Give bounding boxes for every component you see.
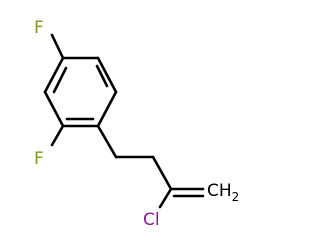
- atom-label-fluorine-bottom: F: [34, 149, 44, 169]
- structure-diagram: F F Cl CH2: [34, 18, 240, 230]
- ring-bond-2: [96, 56, 118, 94]
- bond-ring-ch2: [96, 124, 118, 159]
- ring-double-bond-inner-1: [95, 64, 109, 88]
- ring-double-bond-inner-3: [52, 66, 68, 94]
- bond-c-f-top: [50, 33, 65, 60]
- ring-bond-5: [43, 90, 65, 128]
- methylene-subscript: 2: [232, 190, 240, 204]
- bond-c-cl: [158, 187, 173, 209]
- bond-c-f-bottom: [50, 124, 65, 147]
- molecule-drawing: F F Cl CH2: [34, 18, 239, 230]
- atom-label-fluorine-top: F: [34, 18, 44, 38]
- ring-bond-3: [96, 90, 118, 128]
- bond-ch2-c: [151, 155, 173, 191]
- ring-bond-6: [43, 56, 65, 94]
- methylene-symbol: CH: [207, 181, 232, 201]
- benzene-ring: [43, 56, 118, 128]
- atom-label-methylene: CH2: [207, 181, 239, 204]
- atom-label-chlorine: Cl: [143, 210, 160, 230]
